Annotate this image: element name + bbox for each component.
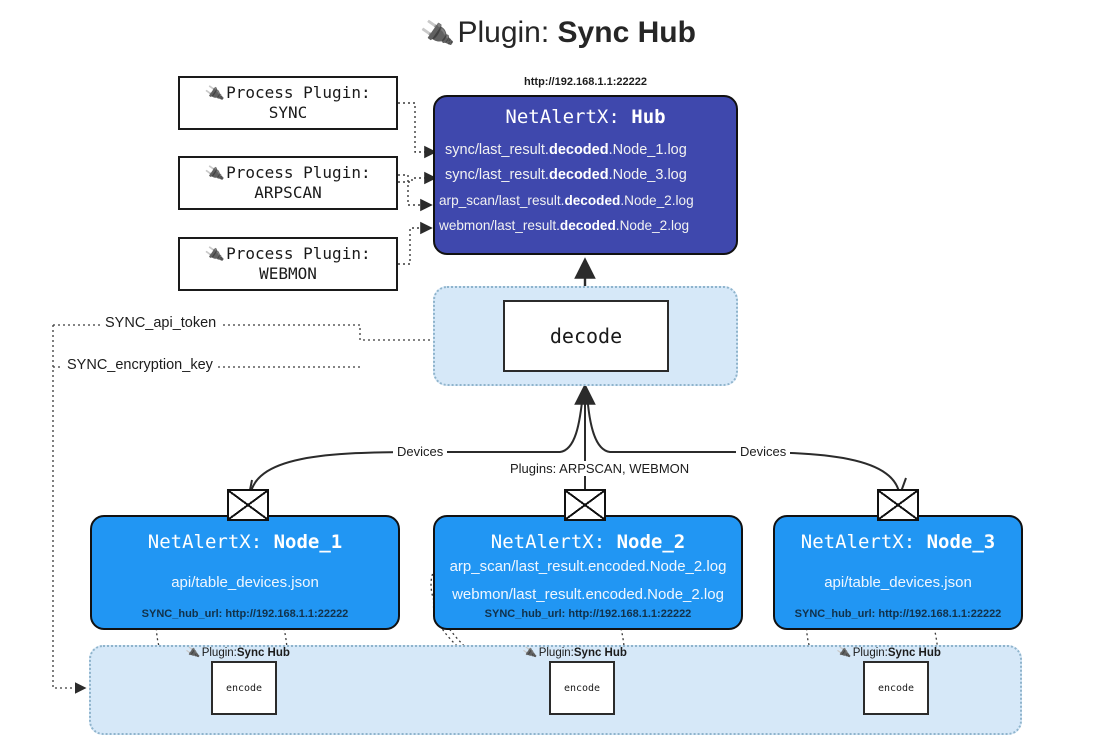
hub-log-line: webmon/last_result.decoded.Node_2.log xyxy=(439,218,690,233)
node-card-node-1[interactable]: NetAlertX: Node_1 api/table_devices.json… xyxy=(90,515,400,630)
edge-label-devices-right: Devices xyxy=(736,444,791,459)
node-title: NetAlertX: Node_3 xyxy=(800,531,996,553)
hub-title: NetAlertX: Hub xyxy=(435,106,736,128)
encode-box-node-3[interactable]: encode xyxy=(863,661,929,715)
process-plugin-box-webmon[interactable]: 🔌Process Plugin: WEBMON xyxy=(178,237,398,291)
process-plugin-box-arpscan[interactable]: 🔌Process Plugin: ARPSCAN xyxy=(178,156,398,210)
node-card-node-3[interactable]: NetAlertX: Node_3 api/table_devices.json… xyxy=(773,515,1023,630)
node-title: NetAlertX: Node_2 xyxy=(490,531,686,553)
plug-icon: 🔌 xyxy=(203,162,226,184)
process-plugin-label: Process Plugin: xyxy=(226,163,371,182)
process-plugin-label: Process Plugin: xyxy=(226,244,371,263)
hub-url-label: http://192.168.1.1:22222 xyxy=(524,76,647,88)
hub-title-name: Hub xyxy=(631,106,666,128)
edge-label-plugins: Plugins: ARPSCAN, WEBMON xyxy=(506,461,694,476)
plugin-caption-node-3: 🔌Plugin: Sync Hub xyxy=(836,645,941,661)
plug-icon: 🔌 xyxy=(203,243,226,265)
plug-icon: 🔌 xyxy=(185,645,201,661)
plug-icon: 🔌 xyxy=(418,15,456,51)
decode-box[interactable]: decode xyxy=(503,300,669,372)
process-plugin-name: ARPSCAN xyxy=(254,183,322,202)
node-card-node-2[interactable]: NetAlertX: Node_2 arp_scan/last_result.e… xyxy=(433,515,743,630)
plug-icon: 🔌 xyxy=(522,645,538,661)
plug-icon: 🔌 xyxy=(203,82,226,104)
node-resource-line: webmon/last_result.encoded.Node_2.log xyxy=(452,586,724,603)
plug-icon: 🔌 xyxy=(836,645,852,661)
sync-encryption-key-label: SYNC_encryption_key xyxy=(62,357,218,373)
edge-label-devices-left: Devices xyxy=(393,444,448,459)
process-plugin-label: Process Plugin: xyxy=(226,83,371,102)
node-resource-line: arp_scan/last_result.encoded.Node_2.log xyxy=(449,558,727,575)
process-plugin-name: SYNC xyxy=(268,103,308,122)
sync-api-token-label: SYNC_api_token xyxy=(100,315,222,331)
hub-log-line: arp_scan/last_result.decoded.Node_2.log xyxy=(439,193,694,208)
node-hub-url: SYNC_hub_url: http://192.168.1.1:22222 xyxy=(794,608,1002,620)
envelope-icon xyxy=(877,489,919,521)
envelope-icon xyxy=(227,489,269,521)
hub-log-line: sync/last_result.decoded.Node_3.log xyxy=(445,167,687,183)
hub-log-line: sync/last_result.decoded.Node_1.log xyxy=(445,142,687,158)
plugin-caption-node-1: 🔌Plugin: Sync Hub xyxy=(185,645,290,661)
page-title: 🔌Plugin: Sync Hub xyxy=(0,15,1117,51)
node-hub-url: SYNC_hub_url: http://192.168.1.1:22222 xyxy=(484,608,692,620)
plugin-caption-node-2: 🔌Plugin: Sync Hub xyxy=(522,645,627,661)
hub-node[interactable]: NetAlertX: Hub sync/last_result.decoded.… xyxy=(433,95,738,255)
encode-box-node-1[interactable]: encode xyxy=(211,661,277,715)
encode-box-node-2[interactable]: encode xyxy=(549,661,615,715)
node-title: NetAlertX: Node_1 xyxy=(147,531,343,553)
title-prefix: Plugin: xyxy=(457,16,558,49)
node-resource-line: api/table_devices.json xyxy=(824,574,972,591)
envelope-icon xyxy=(564,489,606,521)
node-hub-url: SYNC_hub_url: http://192.168.1.1:22222 xyxy=(141,608,349,620)
node-resource-line: api/table_devices.json xyxy=(171,574,319,591)
title-plugin-name: Sync Hub xyxy=(557,16,696,49)
process-plugin-name: WEBMON xyxy=(259,264,317,283)
hub-title-prefix: NetAlertX: xyxy=(505,106,632,128)
process-plugin-box-sync[interactable]: 🔌Process Plugin: SYNC xyxy=(178,76,398,130)
